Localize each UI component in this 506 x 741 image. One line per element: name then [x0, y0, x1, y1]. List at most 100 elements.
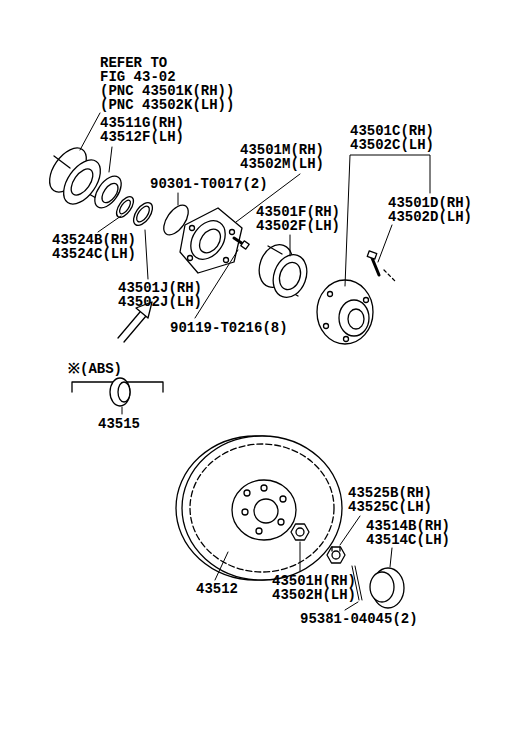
brake-disc: [182, 436, 342, 580]
nut-part: [291, 524, 309, 540]
part-number: 43502C(LH): [350, 138, 434, 152]
leader-line: [300, 542, 301, 571]
castle-nut-part: [332, 551, 340, 559]
brake-disc: [242, 509, 248, 515]
part-number: 43501F(RH): [256, 205, 340, 219]
castle-nut-part: [327, 547, 345, 563]
part-number: 43501M(RH): [240, 143, 324, 157]
hub-cap: [370, 568, 404, 608]
part-number: 43512F(LH): [100, 130, 184, 144]
castle-nut-part: [332, 547, 340, 551]
hub-part: [180, 208, 242, 273]
nut-part: [291, 524, 309, 540]
brake-disc: [190, 444, 334, 572]
part-number: 43525B(RH): [348, 486, 432, 500]
washer-part: [118, 198, 133, 215]
part-number: 43514C(LH): [366, 533, 450, 547]
part-number: 43502J(LH): [118, 295, 202, 309]
bearing-part: [267, 250, 312, 302]
brake-disc: [176, 436, 342, 580]
direction-arrow: [118, 312, 146, 342]
part-number: 43501J(RH): [118, 281, 202, 295]
leader-line: [215, 552, 228, 580]
washer-part: [113, 194, 137, 221]
part-number: 43512: [196, 582, 238, 596]
part-number: 43524C(LH): [52, 247, 136, 261]
hub-part: [364, 298, 369, 303]
bearing-part: [110, 378, 130, 406]
part-number: 95381-04045(2): [300, 612, 418, 626]
part-number: 43502H(LH): [272, 588, 356, 602]
part-number: (PNC 43502K(LH)): [100, 98, 234, 112]
part-number: ※(ABS): [68, 362, 122, 376]
part-number: 43524B(RH): [52, 233, 136, 247]
hub-part: [190, 226, 195, 231]
bearing-part: [253, 240, 312, 302]
part-number: 43525C(LH): [348, 500, 432, 514]
part-number: 43511G(RH): [100, 116, 184, 130]
stud-part: [372, 258, 379, 275]
brake-disc: [254, 499, 278, 523]
ring-part: [134, 204, 152, 224]
part-number: (PNC 43501K(RH)): [100, 84, 234, 98]
bearing-part: [276, 259, 304, 292]
bearing-part: [99, 181, 121, 206]
hub-part: [328, 292, 333, 297]
hub-part: [180, 208, 242, 273]
part-number: 43501H(RH): [272, 574, 356, 588]
part-number: 43502D(LH): [388, 210, 472, 224]
nut-part: [296, 528, 304, 536]
part-number: 90301-T0017(2): [150, 177, 268, 191]
stud-part: [384, 270, 396, 282]
bolt-part: [234, 238, 249, 249]
brake-disc: [256, 528, 262, 534]
bearing-part: [110, 378, 130, 406]
part-number: 43502M(LH): [240, 157, 324, 171]
stud-part: [367, 251, 396, 282]
leader-line: [178, 193, 179, 205]
part-number: 43514B(RH): [366, 519, 450, 533]
hub-part: [324, 324, 329, 329]
stud-part: [367, 251, 377, 259]
hub-part: [230, 230, 235, 235]
part-number: 90119-T0216(8): [170, 321, 288, 335]
leader-line: [390, 548, 392, 567]
leader-line: [98, 216, 121, 232]
hub-part: [188, 256, 193, 261]
part-number: FIG 43-02: [100, 70, 176, 84]
leader-line: [145, 230, 148, 279]
hub-part: [224, 258, 229, 263]
seal-part: [67, 165, 97, 199]
leader-line: [345, 602, 358, 610]
leader-line: [340, 516, 360, 545]
part-number: 43501C(RH): [350, 124, 434, 138]
leader-line: [80, 113, 100, 150]
ring-part: [130, 199, 156, 228]
bearing-part: [118, 382, 130, 402]
leader-line: [109, 147, 112, 172]
hub-part: [339, 300, 369, 336]
leader-line: [378, 225, 392, 262]
brake-disc: [244, 490, 250, 496]
hub-part: [317, 280, 373, 344]
ring-part: [130, 199, 156, 228]
brake-disc: [261, 485, 267, 491]
bolt-part: [241, 241, 249, 249]
hub-part: [195, 225, 225, 257]
part-number: 43515: [98, 417, 140, 431]
castle-nut-part: [327, 547, 345, 563]
hub-part: [184, 214, 233, 266]
hub-part: [344, 337, 349, 342]
leader-line: [290, 235, 291, 256]
hub-part: [348, 309, 364, 329]
brake-disc: [278, 519, 284, 525]
brake-disc: [280, 496, 286, 502]
leader-line: [122, 407, 123, 414]
part-number: 43501D(RH): [388, 196, 472, 210]
hub-cap: [370, 572, 394, 602]
hub-part: [317, 280, 373, 344]
part-number: 43502F(LH): [256, 219, 340, 233]
brake-disc: [232, 480, 296, 540]
part-number: REFER TO: [100, 56, 167, 70]
